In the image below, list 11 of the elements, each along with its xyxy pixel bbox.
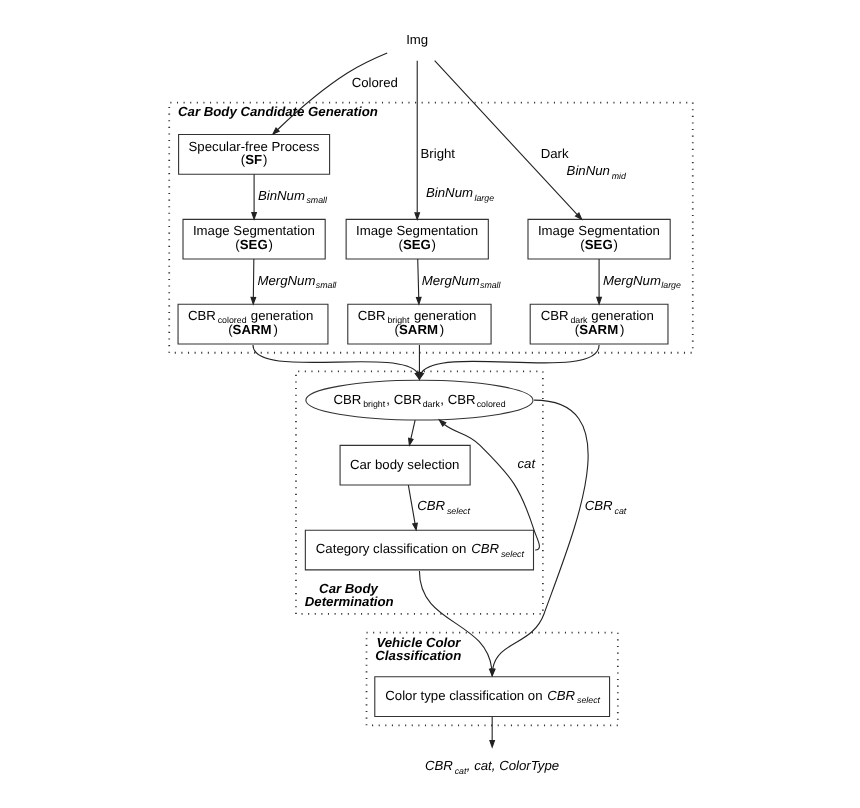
arrow [250, 173, 257, 221]
arrow [437, 418, 539, 551]
arrow [270, 52, 387, 136]
arrow [406, 484, 417, 532]
arrow [433, 60, 582, 221]
arrow [249, 258, 256, 306]
arrow [414, 258, 421, 306]
arrow [488, 716, 495, 749]
arrow [595, 258, 602, 306]
arrow [406, 419, 415, 447]
arrow [413, 60, 420, 222]
